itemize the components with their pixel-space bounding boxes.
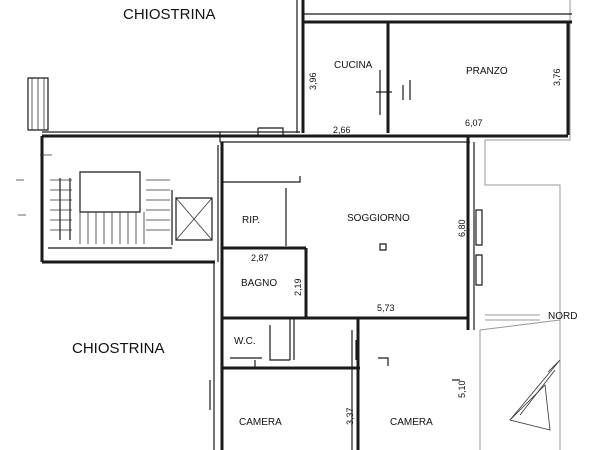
dim-cucina-width: 2,66 [333, 125, 351, 135]
compass-hatch [485, 314, 540, 321]
dim-pranzo-width: 6,07 [465, 118, 483, 128]
room-label-rip: RIP. [242, 215, 261, 226]
right-windows [475, 209, 483, 286]
dim-camera-left-height: 3,37 [345, 407, 355, 425]
main-horizontal-walls [42, 127, 568, 330]
room-label-wc: W.C. [234, 336, 256, 347]
bedroom-walls [351, 318, 460, 450]
room-label-bagno: BAGNO [241, 278, 278, 289]
soggiorno-mark [379, 243, 387, 251]
room-label-camera-left: CAMERA [239, 417, 282, 428]
room-label-pranzo: PRANZO [466, 66, 508, 77]
kitchen-dining-block [296, 0, 572, 135]
room-label-chiostrina-left: CHIOSTRINA [72, 340, 165, 357]
room-label-chiostrina-top: CHIOSTRINA [123, 6, 216, 23]
dim-cucina-height: 3,96 [308, 72, 318, 90]
site-boundary [479, 0, 571, 450]
room-label-cucina: CUCINA [334, 60, 373, 71]
north-arrow-icon [509, 359, 561, 431]
room-label-camera-right: CAMERA [390, 417, 433, 428]
dim-bagno-height: 2,19 [293, 278, 303, 296]
dim-pranzo-height: 3,76 [552, 68, 562, 86]
room-label-soggiorno: SOGGIORNO [347, 213, 410, 224]
compass-label: NORD [548, 311, 578, 322]
stair-block [16, 77, 219, 264]
dim-rip-width: 2,87 [251, 253, 269, 263]
dim-camera-right-height: 5,10 [457, 380, 467, 398]
dim-soggiorno-height: 6,80 [457, 219, 467, 237]
service-rooms [209, 142, 468, 450]
dim-soggiorno-width: 5,73 [377, 303, 395, 313]
